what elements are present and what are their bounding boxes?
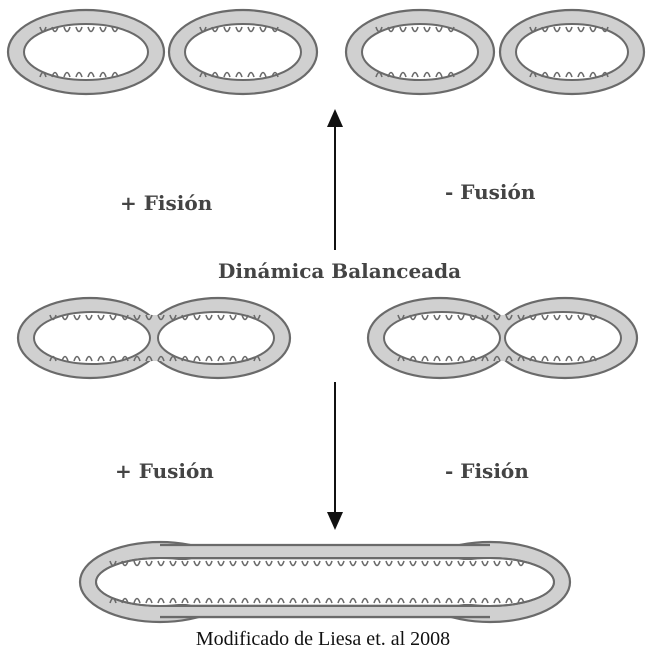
mitochondrion-fragmented-4 bbox=[500, 10, 644, 94]
label-plus-fision: + Fisión bbox=[120, 191, 213, 215]
label-plus-fusion: + Fusión bbox=[115, 459, 214, 483]
mitochondrion-dividing-2 bbox=[368, 298, 637, 378]
figure-caption: Modificado de Liesa et. al 2008 bbox=[196, 628, 450, 650]
label-balanced-dynamics: Dinámica Balanceada bbox=[218, 259, 461, 283]
mitochondrion-elongated bbox=[80, 542, 570, 622]
label-minus-fision: - Fisión bbox=[445, 459, 529, 483]
mitochondrion-fragmented-1 bbox=[8, 10, 164, 94]
mitochondrion-fragmented-3 bbox=[346, 10, 494, 94]
mitochondrion-fragmented-2 bbox=[169, 10, 317, 94]
label-minus-fusion: - Fusión bbox=[445, 180, 536, 204]
mitochondrion-dividing-1 bbox=[18, 298, 290, 378]
